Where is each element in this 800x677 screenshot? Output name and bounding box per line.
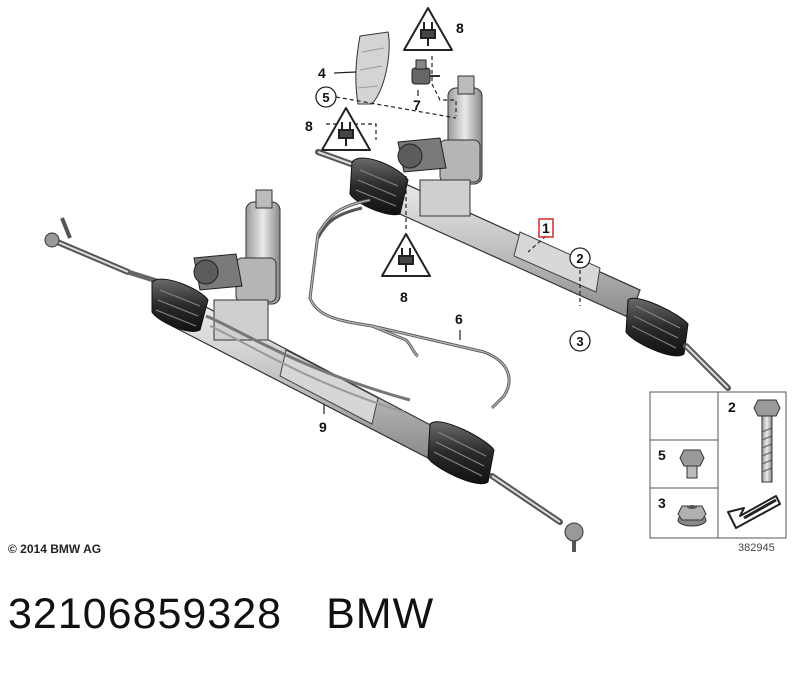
diagram-number: 382945 bbox=[738, 542, 775, 554]
sensor-plug bbox=[411, 59, 440, 85]
callout-1-highlight: 1 bbox=[538, 218, 554, 238]
callout-5-circle: 5 bbox=[315, 86, 337, 108]
callout-3: 3 bbox=[576, 334, 583, 349]
callout-5: 5 bbox=[322, 90, 329, 105]
callout-1: 1 bbox=[542, 220, 550, 236]
legend-label-2: 2 bbox=[728, 399, 736, 415]
steering-rack-upper bbox=[315, 75, 731, 391]
callout-9: 9 bbox=[319, 419, 327, 435]
callout-2: 2 bbox=[576, 251, 583, 266]
hex-bolt-icon bbox=[679, 449, 705, 479]
callout-6: 6 bbox=[455, 311, 463, 327]
callout-7: 7 bbox=[413, 97, 421, 113]
steering-rack-lower bbox=[44, 189, 584, 552]
callout-2-circle: 2 bbox=[569, 247, 591, 269]
collar-nut-icon bbox=[677, 505, 707, 527]
copyright-notice: © 2014 BMW AG bbox=[8, 542, 102, 556]
brand-name: BMW bbox=[326, 590, 435, 638]
heat-shield bbox=[355, 31, 390, 105]
hardware-legend: 2 5 3 bbox=[649, 391, 787, 539]
electrical-plug-warning-icon bbox=[321, 107, 371, 151]
callout-3-circle: 3 bbox=[569, 330, 591, 352]
legend-label-5: 5 bbox=[658, 447, 666, 463]
hex-bolt-icon bbox=[753, 399, 781, 483]
electrical-plug-warning-icon bbox=[403, 7, 453, 51]
arrow-icon bbox=[727, 495, 781, 529]
callout-8-mid: 8 bbox=[400, 289, 408, 305]
part-number: 32106859328 bbox=[8, 590, 283, 638]
callout-8-top: 8 bbox=[456, 20, 464, 36]
callout-8-left: 8 bbox=[305, 118, 313, 134]
part-caption: 32106859328 BMW bbox=[8, 590, 434, 639]
legend-label-3: 3 bbox=[658, 495, 666, 511]
callout-4: 4 bbox=[318, 65, 326, 81]
electrical-plug-warning-icon bbox=[381, 233, 431, 277]
